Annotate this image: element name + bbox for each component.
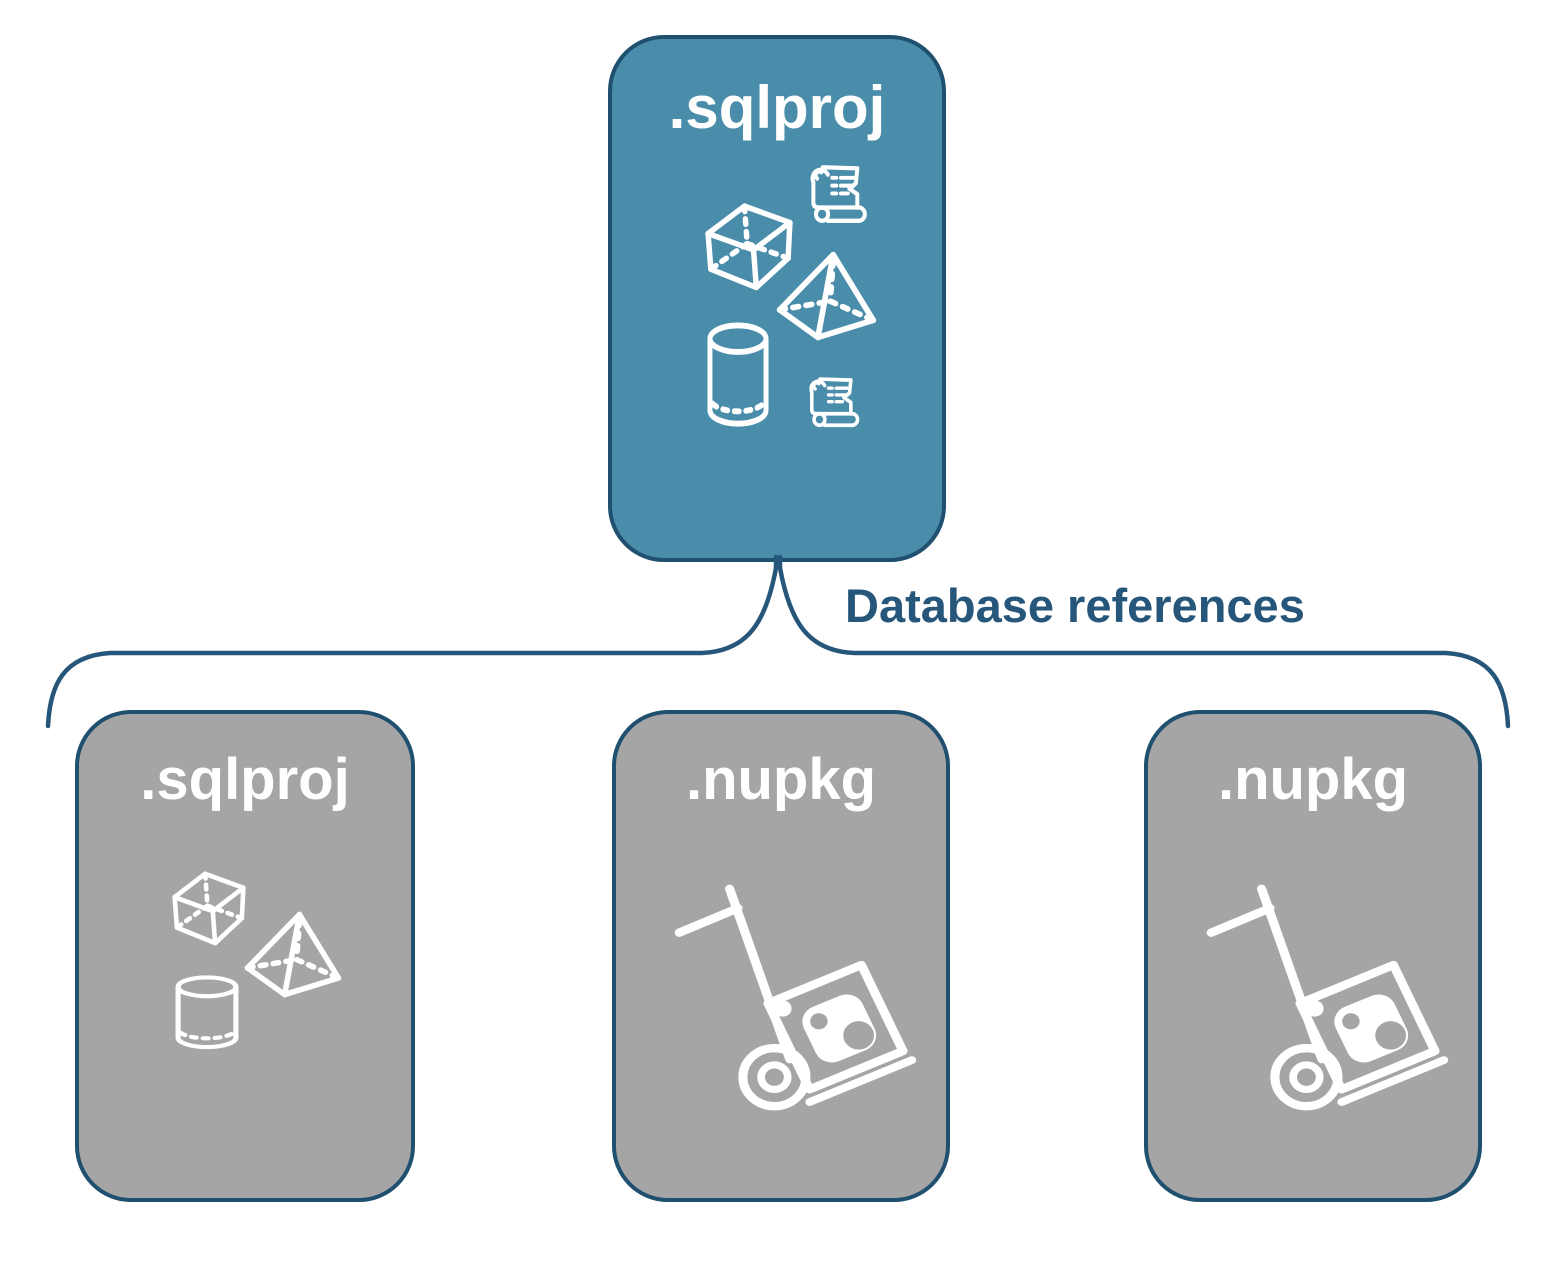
child-card-title: .sqlproj bbox=[140, 747, 350, 812]
cylinder-icon bbox=[173, 975, 241, 1053]
card-sqlproj-root: .sqlproj bbox=[608, 35, 946, 562]
card-nupkg-reference-1: .nupkg bbox=[612, 710, 950, 1202]
card-nupkg-reference-2: .nupkg bbox=[1144, 710, 1482, 1202]
pyramid-icon bbox=[774, 249, 879, 344]
card-sqlproj-reference: .sqlproj bbox=[75, 710, 415, 1202]
cube-icon bbox=[167, 866, 251, 947]
child-card-title: .nupkg bbox=[1217, 747, 1409, 812]
hand-truck-package-icon bbox=[1200, 854, 1452, 1112]
connector-label: Database references bbox=[845, 579, 1305, 632]
cylinder-icon bbox=[705, 322, 771, 432]
hand-truck-package-icon bbox=[668, 854, 920, 1112]
script-scroll-icon bbox=[799, 159, 871, 231]
root-card-title: .sqlproj bbox=[668, 74, 886, 141]
script-scroll-icon bbox=[799, 372, 863, 434]
pyramid-icon bbox=[242, 909, 344, 1001]
child-card-title: .nupkg bbox=[685, 747, 877, 812]
